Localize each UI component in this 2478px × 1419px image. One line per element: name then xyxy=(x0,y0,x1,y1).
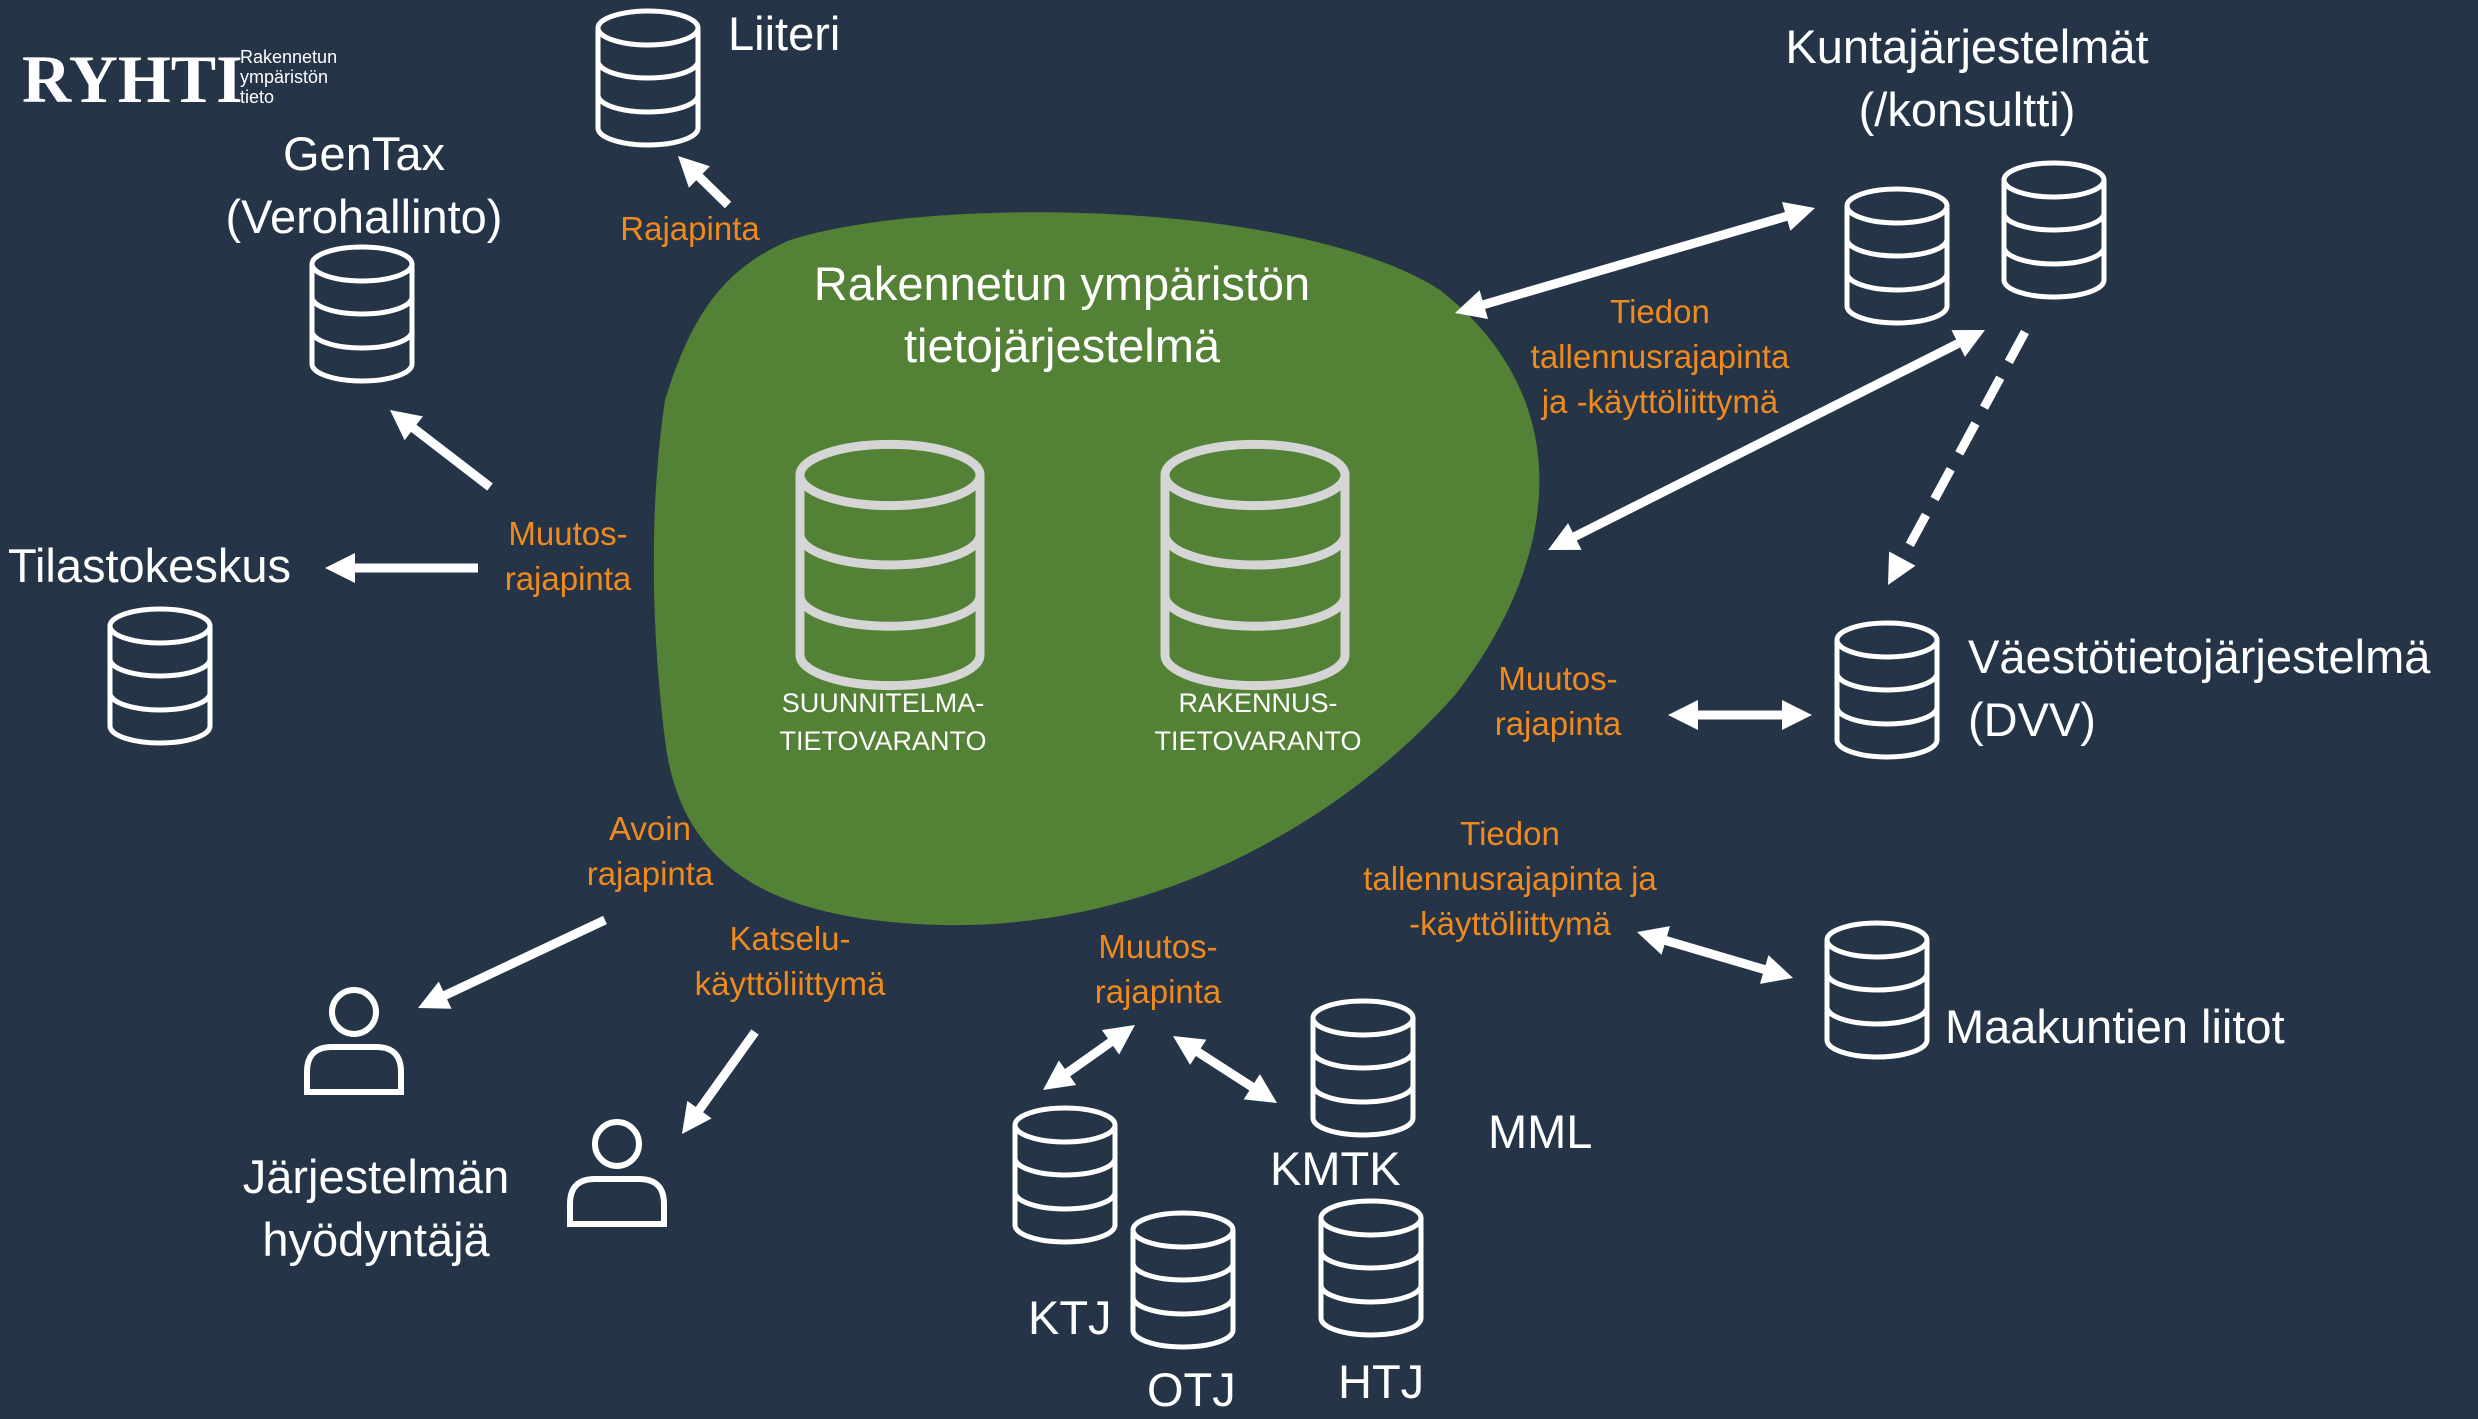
ktj-label: KTJ xyxy=(1028,1291,1112,1344)
kmtk-label: KMTK xyxy=(1270,1142,1401,1195)
muutos-bottom-label-2: rajapinta xyxy=(1095,973,1222,1010)
tiedon-top-label-2: tallennusrajapinta xyxy=(1531,338,1790,375)
liiteri-database-icon xyxy=(598,11,698,145)
liiteri-label: Liiteri xyxy=(728,7,840,60)
muutos-right-label-1: Muutos- xyxy=(1498,660,1617,697)
arrow-to-gentax-head xyxy=(390,410,423,441)
arrow-kmtk-head xyxy=(1243,1074,1277,1103)
katselu-label-1: Katselu- xyxy=(729,920,850,957)
user-label-2: hyödyntäjä xyxy=(262,1213,490,1266)
arrow-maakunta xyxy=(1658,934,1772,976)
arrow-kunta-top xyxy=(1476,210,1794,311)
arrow-to-liiteri xyxy=(691,169,732,209)
arrow-kunta-top-start-head xyxy=(1455,290,1488,319)
suunnitelma-label-1: SUUNNITELMA- xyxy=(782,688,985,718)
muutos-left-label-1: Muutos- xyxy=(508,515,627,552)
arrows-layer xyxy=(325,156,2029,1134)
arrow-kunta-top-head xyxy=(1782,202,1815,231)
otj-label: OTJ xyxy=(1147,1363,1236,1416)
vaesto-label-2: (DVV) xyxy=(1968,693,2096,746)
kunta-label-2: (/konsultti) xyxy=(1859,83,2076,136)
arrow-kunta-diagonal-start-head xyxy=(1548,523,1582,550)
tiedon-top-label-3: ja -käyttöliittymä xyxy=(1541,383,1779,420)
arrow-to-tilastokeskus-head xyxy=(325,553,355,583)
gentax-database-icon xyxy=(312,247,412,381)
arrow-kmtk-start-head xyxy=(1173,1036,1207,1065)
arrow-to-gentax xyxy=(406,421,493,491)
suunnitelma-label-2: TIETOVARANTO xyxy=(779,726,986,756)
gentax-label-1: GenTax xyxy=(283,127,445,180)
avoin-label-2: rajapinta xyxy=(587,855,714,892)
arrow-kunta-vaesto-dashed xyxy=(1895,329,2029,567)
tiedon-bottom-label-2: tallennusrajapinta ja xyxy=(1363,860,1657,897)
rajapinta-label: Rajapinta xyxy=(620,210,760,247)
maakunta-database-icon xyxy=(1827,923,1927,1057)
logo-tagline-2: ympäristön xyxy=(240,67,328,87)
muutos-left-label-2: rajapinta xyxy=(505,560,632,597)
kunta-database-icon-1 xyxy=(1847,189,1947,323)
user-label-1: Järjestelmän xyxy=(243,1150,509,1203)
arrow-kunta-diagonal-head xyxy=(1951,330,1985,357)
htj-database-icon xyxy=(1321,1201,1421,1335)
arrow-maakunta-start-head xyxy=(1637,926,1671,955)
arrow-vaesto-start-head xyxy=(1668,700,1698,730)
rakennus-label-1: RAKENNUS- xyxy=(1178,688,1337,718)
tiedon-bottom-label-1: Tiedon xyxy=(1460,815,1560,852)
user-icon-1 xyxy=(307,990,401,1092)
arrow-avoin-user-head xyxy=(418,981,452,1009)
tiedon-top-label-1: Tiedon xyxy=(1610,293,1710,330)
arrow-to-liiteri-head xyxy=(678,156,710,188)
central-title-line1: Rakennetun ympäristön xyxy=(814,257,1310,310)
arrow-maakunta-head xyxy=(1759,955,1793,984)
arrow-kmtk xyxy=(1190,1045,1260,1094)
user-icon-2 xyxy=(570,1122,664,1224)
muutos-bottom-label-1: Muutos- xyxy=(1098,928,1217,965)
tilastokeskus-database-icon xyxy=(110,609,210,743)
arrow-ktj-head xyxy=(1101,1025,1135,1055)
rakennus-label-2: TIETOVARANTO xyxy=(1154,726,1361,756)
mml-label: MML xyxy=(1488,1105,1592,1158)
arrow-kunta-diagonal xyxy=(1567,336,1966,544)
katselu-label-2: käyttöliittymä xyxy=(695,965,886,1002)
central-system-blob xyxy=(653,212,1540,926)
kunta-label-1: Kuntajärjestelmät xyxy=(1785,20,2148,73)
vaesto-database-icon xyxy=(1837,623,1937,757)
arrow-avoin-user xyxy=(437,915,607,1002)
ktj-database-icon xyxy=(1015,1108,1115,1242)
vaesto-label-1: Väestötietojärjestelmä xyxy=(1968,630,2431,683)
arrow-katselu-user-head xyxy=(682,1100,712,1134)
mml-database-icon xyxy=(1313,1001,1413,1135)
ryhti-logo: RYHTI Rakennetun ympäristön tieto xyxy=(22,41,337,117)
tilastokeskus-label: Tilastokeskus xyxy=(8,539,291,592)
arrow-katselu-user xyxy=(692,1029,759,1118)
otj-database-icon xyxy=(1133,1213,1233,1347)
logo-wordmark: RYHTI xyxy=(22,41,243,117)
gentax-label-2: (Verohallinto) xyxy=(226,190,503,243)
logo-tagline-1: Rakennetun xyxy=(240,47,337,67)
muutos-right-label-2: rajapinta xyxy=(1495,705,1622,742)
avoin-label-1: Avoin xyxy=(609,810,691,847)
arrow-ktj-start-head xyxy=(1043,1060,1077,1090)
kunta-database-icon-2 xyxy=(2004,163,2104,297)
tiedon-bottom-label-3: -käyttöliittymä xyxy=(1409,905,1611,942)
central-title-line2: tietojärjestelmä xyxy=(904,319,1221,372)
arrow-ktj xyxy=(1060,1035,1118,1080)
maakunta-label: Maakuntien liitot xyxy=(1945,1000,2285,1053)
arrow-kunta-vaesto-dashed-head xyxy=(1888,551,1916,585)
htj-label: HTJ xyxy=(1338,1355,1424,1408)
logo-tagline-3: tieto xyxy=(240,87,274,107)
arrow-vaesto-head xyxy=(1782,700,1812,730)
